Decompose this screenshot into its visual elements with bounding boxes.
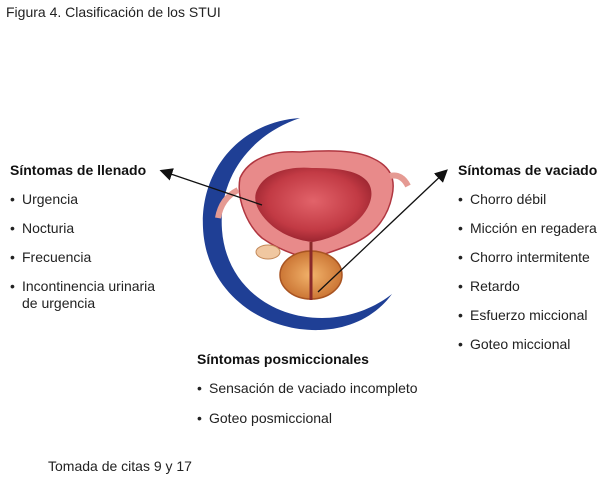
list-item: Micción en regadera [458,220,597,237]
arrow-filling [159,168,263,206]
list-item: Chorro débil [458,191,597,208]
filling-symptoms-title: Síntomas de llenado [10,162,147,178]
postvoid-symptoms-title: Síntomas posmiccionales [197,351,369,367]
ureter-right [389,172,411,188]
figure-caption: Tomada de citas 9 y 17 [48,458,192,474]
list-item: Retardo [458,278,597,295]
list-item: Frecuencia [10,249,155,266]
figure-title: Figura 4. Clasificación de los STUI [6,4,221,20]
ureter-left [215,187,240,219]
bladder-lumen [255,167,372,242]
arrow-voiding [317,169,448,293]
list-item: Goteo posmiccional [197,410,418,427]
list-item: Urgencia [10,191,155,208]
filling-symptoms-list: Urgencia Nocturia Frecuencia Incontinenc… [10,191,155,324]
voiding-symptoms-list: Chorro débil Micción en regadera Chorro … [458,191,597,365]
list-item: Goteo miccional [458,336,597,353]
list-item: Sensación de vaciado incompleto [197,380,418,397]
seminal-vesicle [255,244,281,260]
list-item: Nocturia [10,220,155,237]
list-item: Chorro intermitente [458,249,597,266]
voiding-symptoms-title: Síntomas de vaciado [458,162,598,178]
list-item: Incontinencia urinaria de urgencia [10,278,155,312]
postvoid-symptoms-list: Sensación de vaciado incompleto Goteo po… [197,380,418,440]
list-item: Esfuerzo miccional [458,307,597,324]
crescent-arc [202,118,392,331]
